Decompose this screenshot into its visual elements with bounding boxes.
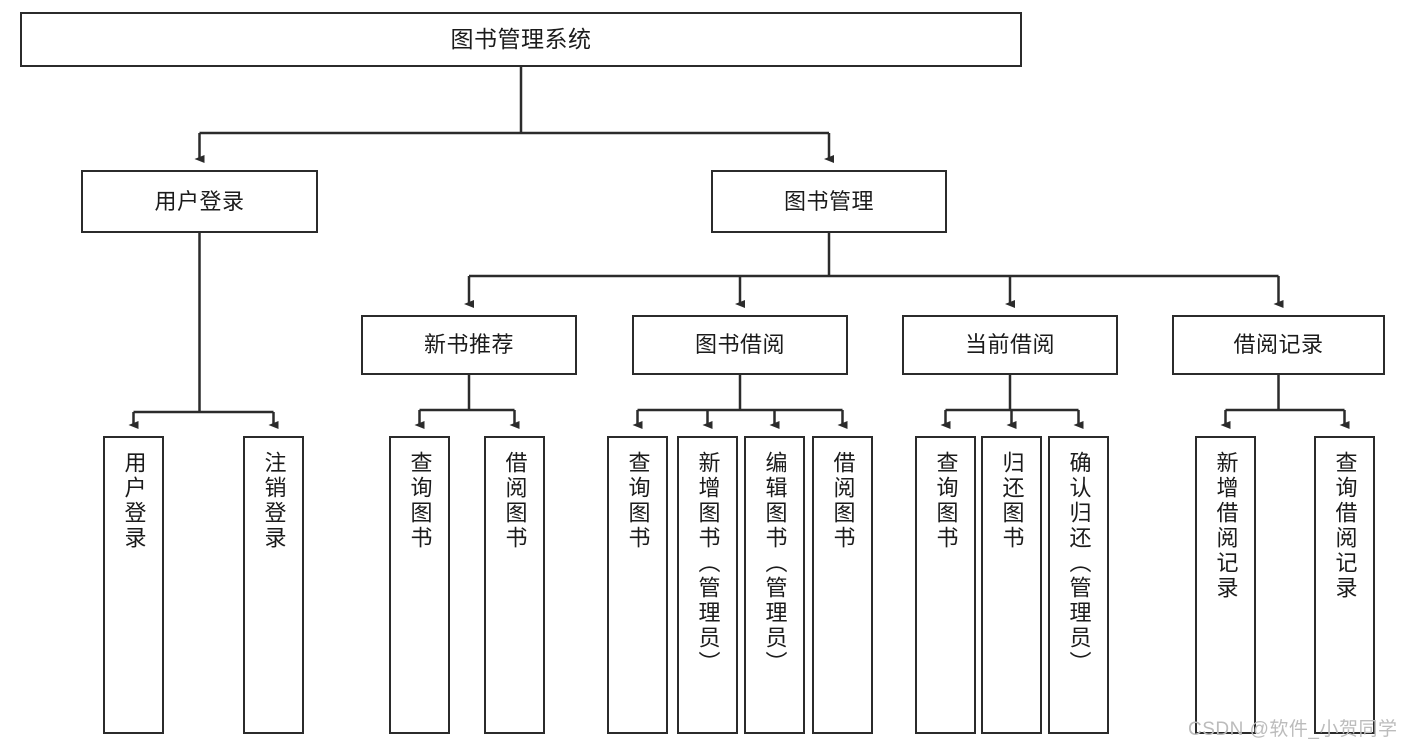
node-label: 新书推荐: [423, 332, 514, 358]
node-label: 查询图书: [933, 451, 959, 551]
node-label: 用户登录: [121, 451, 147, 551]
node-l-q3[interactable]: 查询图书: [915, 436, 976, 734]
node-label: 当前借阅: [964, 332, 1055, 358]
csdn-watermark: CSDN @软件_小贺同学: [1188, 719, 1398, 740]
node-label: 图书管理系统: [450, 25, 592, 52]
node-label: 编辑图书（管理员）: [762, 451, 788, 676]
node-newbook[interactable]: 新书推荐: [361, 315, 577, 375]
node-l-q2[interactable]: 查询图书: [607, 436, 668, 734]
node-l-add[interactable]: 新增图书（管理员）: [677, 436, 738, 734]
node-l-login[interactable]: 用户登录: [103, 436, 164, 734]
node-label: 新增借阅记录: [1213, 451, 1239, 601]
node-label: 借阅图书: [502, 451, 528, 551]
node-label: 用户登录: [154, 188, 245, 214]
node-l-b2[interactable]: 借阅图书: [812, 436, 873, 734]
node-label: 借阅图书: [830, 451, 856, 551]
node-l-edit[interactable]: 编辑图书（管理员）: [744, 436, 805, 734]
node-l-qrec[interactable]: 查询借阅记录: [1314, 436, 1375, 734]
node-label: 查询图书: [407, 451, 433, 551]
node-l-confirm[interactable]: 确认归还（管理员）: [1048, 436, 1109, 734]
node-root[interactable]: 图书管理系统: [20, 12, 1022, 67]
node-l-logout[interactable]: 注销登录: [243, 436, 304, 734]
node-label: 确认归还（管理员）: [1066, 451, 1092, 676]
node-l-return[interactable]: 归还图书: [981, 436, 1042, 734]
node-label: 查询图书: [625, 451, 651, 551]
node-bookmgmt[interactable]: 图书管理: [711, 170, 947, 233]
node-records[interactable]: 借阅记录: [1172, 315, 1385, 375]
node-label: 新增图书（管理员）: [695, 451, 721, 676]
node-borrow[interactable]: 图书借阅: [632, 315, 848, 375]
node-label: 归还图书: [999, 451, 1025, 551]
node-login[interactable]: 用户登录: [81, 170, 318, 233]
node-label: 图书管理: [783, 188, 874, 214]
node-label: 查询借阅记录: [1332, 451, 1358, 601]
node-l-q1[interactable]: 查询图书: [389, 436, 450, 734]
node-l-b1[interactable]: 借阅图书: [484, 436, 545, 734]
node-l-addrec[interactable]: 新增借阅记录: [1195, 436, 1256, 734]
node-label: 图书借阅: [694, 332, 785, 358]
node-current[interactable]: 当前借阅: [902, 315, 1118, 375]
node-label: 借阅记录: [1233, 332, 1324, 358]
node-label: 注销登录: [261, 451, 287, 551]
